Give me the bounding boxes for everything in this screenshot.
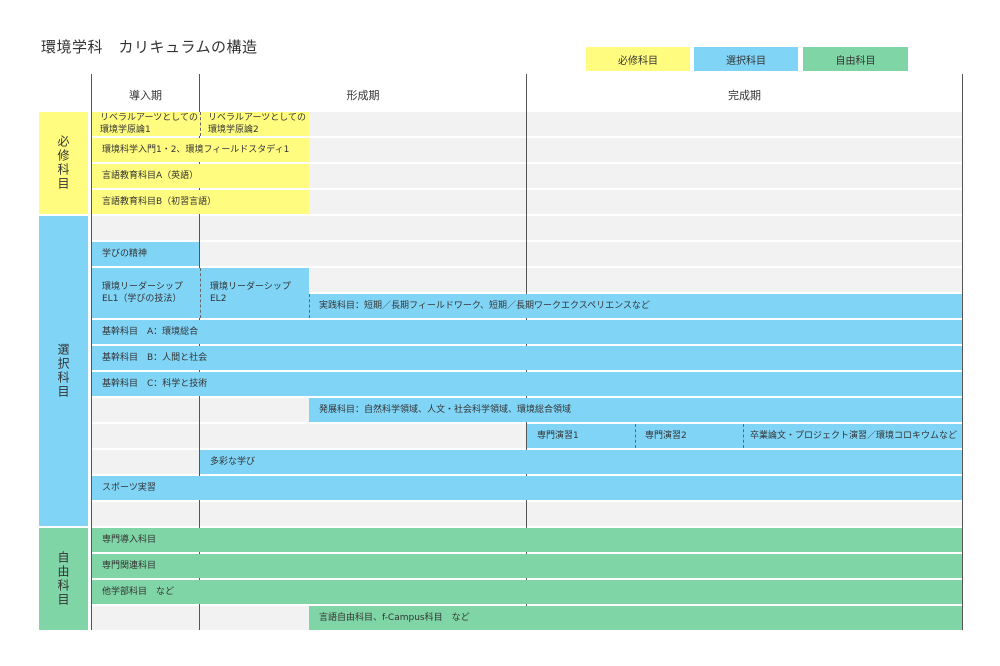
page-title: 環境学科 カリキュラムの構造 — [41, 38, 258, 56]
course-diverse-learning: 多彩な学び — [200, 450, 962, 474]
course-specialized-intro: 専門導入科目 — [92, 528, 962, 552]
row-band — [92, 502, 962, 526]
course-leadership-el2: 環境リーダーシップ EL2 — [200, 268, 309, 318]
course-core-a: 基幹科目 A：環境総合 — [92, 320, 962, 344]
dashed-divider — [635, 424, 636, 448]
dashed-divider — [309, 294, 310, 318]
course-core-c: 基幹科目 C：科学と技術 — [92, 372, 962, 396]
row-band — [92, 242, 962, 266]
dashed-divider — [200, 268, 201, 318]
category-free: 自由科目 — [39, 528, 88, 630]
course-seminar-1: 専門演習1 — [527, 424, 635, 448]
legend-elective: 選択科目 — [694, 47, 798, 71]
phase-formation: 形成期 — [346, 89, 380, 102]
course-language-a: 言語教育科目A（英語） — [92, 164, 309, 188]
phase-divider — [91, 74, 92, 630]
course-advanced: 発展科目：自然科学領域、人文・社会科学領域、環境総合領域 — [309, 398, 962, 422]
course-liberal-arts-2: リベラルアーツとしての 環境学原論2 — [200, 112, 309, 136]
course-practice: 実践科目：短期／長期フィールドワーク、短期／長期ワークエクスペリエンスなど — [309, 294, 962, 318]
course-language-free: 言語自由科目、f-Campus科目 など — [309, 606, 962, 630]
course-liberal-arts-1: リベラルアーツとしての 環境学原論1 — [92, 112, 200, 136]
category-elective: 選択科目 — [39, 216, 88, 526]
course-sports: スポーツ実習 — [92, 476, 962, 500]
course-intro-field: 環境科学入門1・2、環境フィールドスタディ1 — [92, 138, 309, 162]
course-core-b: 基幹科目 B：人間と社会 — [92, 346, 962, 370]
course-spirit-of-learning: 学びの精神 — [92, 242, 199, 266]
phase-divider — [962, 74, 963, 630]
course-leadership-el1: 環境リーダーシップ EL1（学びの技法） — [92, 268, 200, 318]
course-graduation: 卒業論文・プロジェクト演習／環境コロキウムなど — [743, 424, 962, 448]
row-band — [92, 216, 962, 240]
course-language-b: 言語教育科目B（初習言語） — [92, 190, 309, 214]
dashed-divider — [743, 424, 744, 448]
phase-completion: 完成期 — [728, 89, 761, 102]
category-required: 必修科目 — [39, 112, 88, 214]
phase-intro: 導入期 — [129, 89, 162, 102]
legend-free: 自由科目 — [803, 47, 908, 71]
legend-required: 必修科目 — [586, 47, 690, 71]
dashed-divider — [200, 112, 201, 136]
course-specialized-related: 専門関連科目 — [92, 554, 962, 578]
course-other-faculty: 他学部科目 など — [92, 580, 962, 604]
course-seminar-2: 専門演習2 — [635, 424, 743, 448]
